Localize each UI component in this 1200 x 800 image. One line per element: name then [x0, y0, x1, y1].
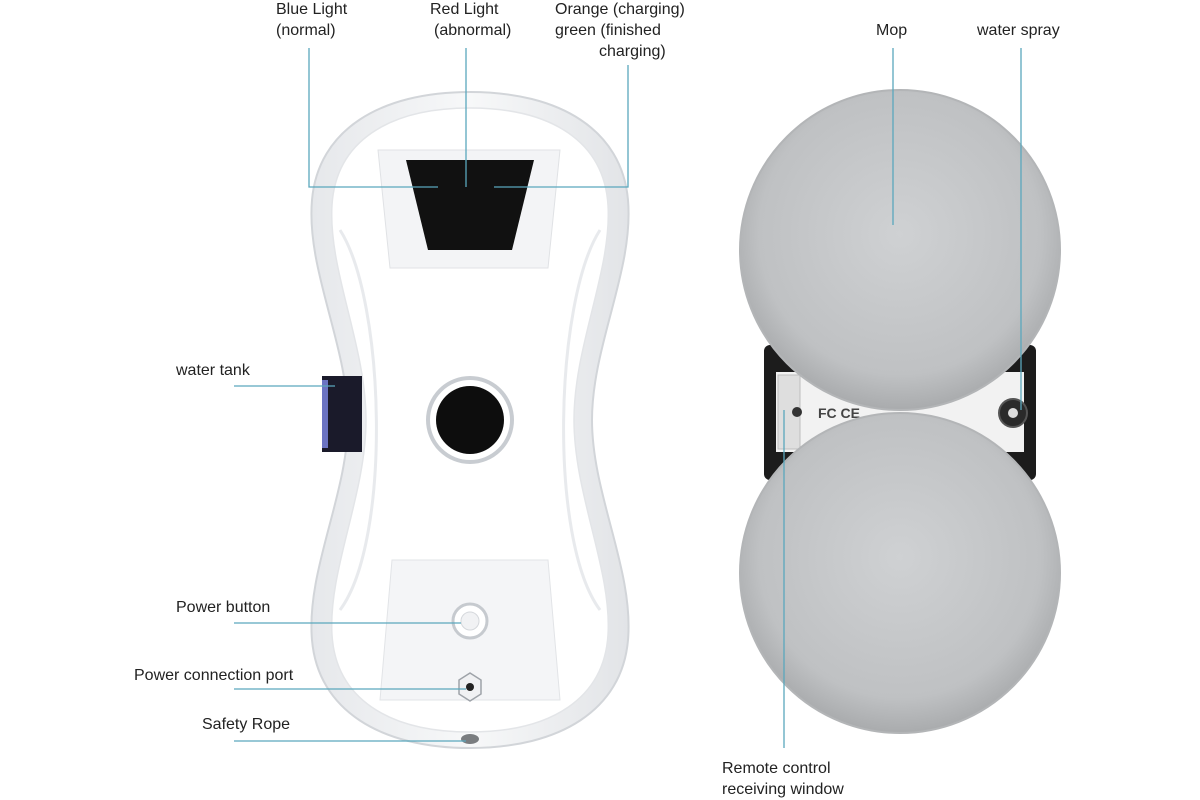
certification-marks: FC CE	[818, 405, 860, 421]
label-water-spray: water spray	[976, 22, 1060, 39]
robot-back-view: FC CE	[739, 89, 1061, 734]
safety-rope-hole	[461, 734, 479, 744]
leader-lines	[234, 48, 1022, 748]
power-button-inner	[460, 611, 480, 631]
power-port-pin	[466, 683, 474, 691]
line-orange-light	[494, 65, 629, 188]
label-safety-rope: Safety Rope	[202, 716, 290, 733]
label-water-tank: water tank	[175, 362, 251, 379]
side-groove-left	[338, 229, 378, 611]
indicator-display	[406, 160, 534, 250]
water-tank-highlight	[322, 380, 328, 448]
line-blue-light	[308, 48, 438, 188]
label-power-button: Power button	[176, 599, 270, 616]
center-lens	[436, 386, 504, 454]
water-spray-nozzle-center	[1008, 408, 1018, 418]
mop-top	[739, 89, 1061, 411]
mop-bottom	[739, 412, 1061, 734]
label-remote-window: Remote control receiving window	[722, 760, 844, 798]
label-orange-light: Orange (charging) green (finished chargi…	[555, 1, 689, 60]
label-red-light: Red Light (abnormal)	[430, 1, 511, 39]
side-groove-right	[562, 229, 602, 611]
labels: Blue Light (normal) Red Light (abnormal)…	[134, 1, 1060, 798]
water-tank	[322, 376, 362, 452]
robot-front-view	[310, 90, 630, 750]
remote-receiver	[792, 407, 802, 417]
label-blue-light: Blue Light (normal)	[276, 1, 352, 39]
label-mop: Mop	[876, 22, 907, 39]
label-power-port: Power connection port	[134, 667, 294, 684]
